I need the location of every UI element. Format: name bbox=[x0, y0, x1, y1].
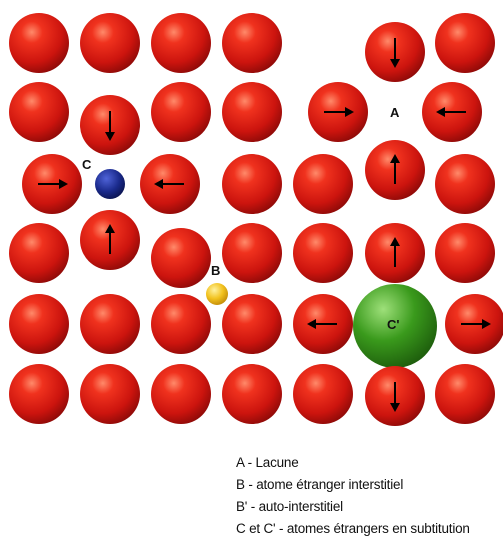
atom-displaced-left bbox=[422, 82, 482, 142]
atom bbox=[151, 364, 211, 424]
atom bbox=[435, 154, 495, 214]
atom bbox=[151, 13, 211, 73]
atom bbox=[435, 364, 495, 424]
atom-displaced-left bbox=[140, 154, 200, 214]
interstitial-atom-b bbox=[206, 283, 228, 305]
atom bbox=[222, 82, 282, 142]
atom bbox=[222, 223, 282, 283]
arrow-up-icon bbox=[390, 237, 400, 267]
label-interstitial-b: B bbox=[211, 263, 221, 278]
legend-item-vacancy: A - Lacune bbox=[236, 455, 299, 470]
atom bbox=[293, 223, 353, 283]
arrow-right-icon bbox=[38, 179, 68, 189]
label-foreign-atom-c-prime: C' bbox=[387, 317, 400, 332]
label-vacancy-a: A bbox=[390, 105, 400, 120]
atom bbox=[222, 154, 282, 214]
atom-displaced-up bbox=[365, 140, 425, 200]
atom-displaced-up bbox=[80, 210, 140, 270]
atom-displaced-down bbox=[365, 22, 425, 82]
arrow-up-icon bbox=[105, 224, 115, 254]
legend-item-self-interstitial: B' - auto-interstitiel bbox=[236, 499, 343, 514]
arrow-left-icon bbox=[154, 179, 184, 189]
atom bbox=[9, 13, 69, 73]
foreign-atom-c bbox=[95, 169, 125, 199]
arrow-up-icon bbox=[390, 154, 400, 184]
atom bbox=[151, 294, 211, 354]
legend-item-interstitial: B - atome étranger interstitiel bbox=[236, 477, 404, 492]
atom bbox=[151, 82, 211, 142]
atom-displaced-down bbox=[80, 95, 140, 155]
atom bbox=[151, 228, 211, 288]
legend: A - Lacune B - atome étranger interstiti… bbox=[236, 452, 503, 540]
arrow-left-icon bbox=[307, 319, 337, 329]
atom bbox=[80, 364, 140, 424]
atom bbox=[435, 223, 495, 283]
atom bbox=[9, 294, 69, 354]
atom bbox=[222, 294, 282, 354]
arrow-down-icon bbox=[105, 111, 115, 141]
atom bbox=[293, 364, 353, 424]
atom-displaced-down bbox=[365, 366, 425, 426]
atom-displaced-up bbox=[365, 223, 425, 283]
atom bbox=[222, 364, 282, 424]
arrow-down-icon bbox=[390, 382, 400, 412]
atom bbox=[222, 13, 282, 73]
atom bbox=[9, 223, 69, 283]
atom-displaced-right bbox=[22, 154, 82, 214]
arrow-left-icon bbox=[436, 107, 466, 117]
atom-displaced-right bbox=[445, 294, 503, 354]
arrow-right-icon bbox=[461, 319, 491, 329]
atom bbox=[435, 13, 495, 73]
label-foreign-atom-c: C bbox=[82, 157, 92, 172]
atom bbox=[9, 82, 69, 142]
crystal-lattice bbox=[9, 13, 503, 426]
atom bbox=[80, 294, 140, 354]
atom-displaced-right bbox=[308, 82, 368, 142]
atom bbox=[9, 364, 69, 424]
legend-item-substitution: C et C' - atomes étrangers en subtitutio… bbox=[236, 521, 470, 536]
foreign-atom-c-prime bbox=[353, 284, 437, 368]
atom-displaced-left bbox=[293, 294, 353, 354]
atom bbox=[80, 13, 140, 73]
atom bbox=[293, 154, 353, 214]
arrow-down-icon bbox=[390, 38, 400, 68]
arrow-right-icon bbox=[324, 107, 354, 117]
